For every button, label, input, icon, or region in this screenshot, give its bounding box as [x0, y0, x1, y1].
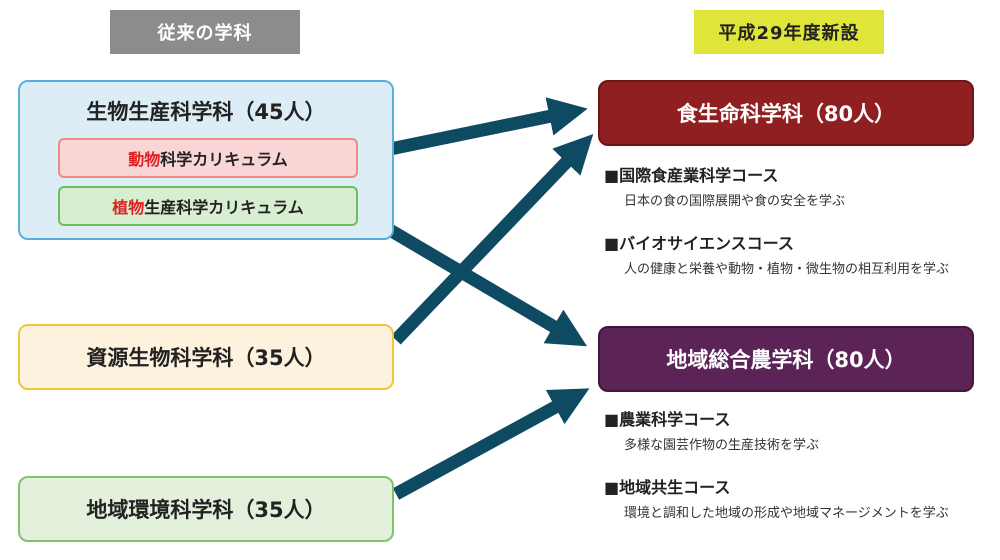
course-agricultural-science: ■農業科学コース 多様な園芸作物の生産技術を学ぶ	[604, 406, 994, 455]
dept-regional-agriculture: 地域総合農学科（80人）	[598, 326, 974, 392]
course-description: 多様な園芸作物の生産技術を学ぶ	[624, 438, 820, 453]
dept-resource-biology: 資源生物科学科（35人）	[18, 324, 394, 390]
header-conventional-departments: 従来の学科	[110, 10, 300, 54]
curriculum-plant-production: 植物生産科学カリキュラム	[58, 186, 358, 226]
course-description: 人の健康と栄養や動物・植物・微生物の相互利用を学ぶ	[624, 262, 950, 277]
course-regional-symbiosis: ■地域共生コース 環境と調和した地域の形成や地域マネージメントを学ぶ	[604, 474, 994, 523]
dept-biological-production-title: 生物生産科学科（45人）	[86, 100, 326, 124]
course-title: ■国際食産業科学コース	[604, 166, 779, 185]
course-description: 環境と調和した地域の形成や地域マネージメントを学ぶ	[624, 506, 949, 521]
course-title: ■農業科学コース	[604, 410, 731, 429]
course-bioscience: ■バイオサイエンスコース 人の健康と栄養や動物・植物・微生物の相互利用を学ぶ	[604, 230, 994, 279]
curriculum-plant-highlight: 植物	[112, 198, 145, 217]
dept-food-life-science: 食生命科学科（80人）	[598, 80, 974, 146]
course-title: ■地域共生コース	[604, 478, 731, 497]
dept-biological-production: 生物生産科学科（45人） 動物科学カリキュラム 植物生産科学カリキュラム	[18, 80, 394, 240]
curriculum-plant-rest: 生産科学カリキュラム	[144, 198, 304, 217]
course-international-food-industry: ■国際食産業科学コース 日本の食の国際展開や食の安全を学ぶ	[604, 162, 994, 211]
course-description: 日本の食の国際展開や食の安全を学ぶ	[624, 194, 846, 209]
arrow-resource-to-food	[391, 134, 594, 345]
curriculum-animal-science: 動物科学カリキュラム	[58, 138, 358, 178]
dept-regional-environment: 地域環境科学科（35人）	[18, 476, 394, 542]
header-new-departments: 平成29年度新設	[694, 10, 884, 54]
course-title: ■バイオサイエンスコース	[604, 234, 794, 253]
arrow-environment-to-area	[392, 388, 590, 500]
curriculum-animal-highlight: 動物	[128, 150, 161, 169]
curriculum-animal-rest: 科学カリキュラム	[160, 150, 288, 169]
